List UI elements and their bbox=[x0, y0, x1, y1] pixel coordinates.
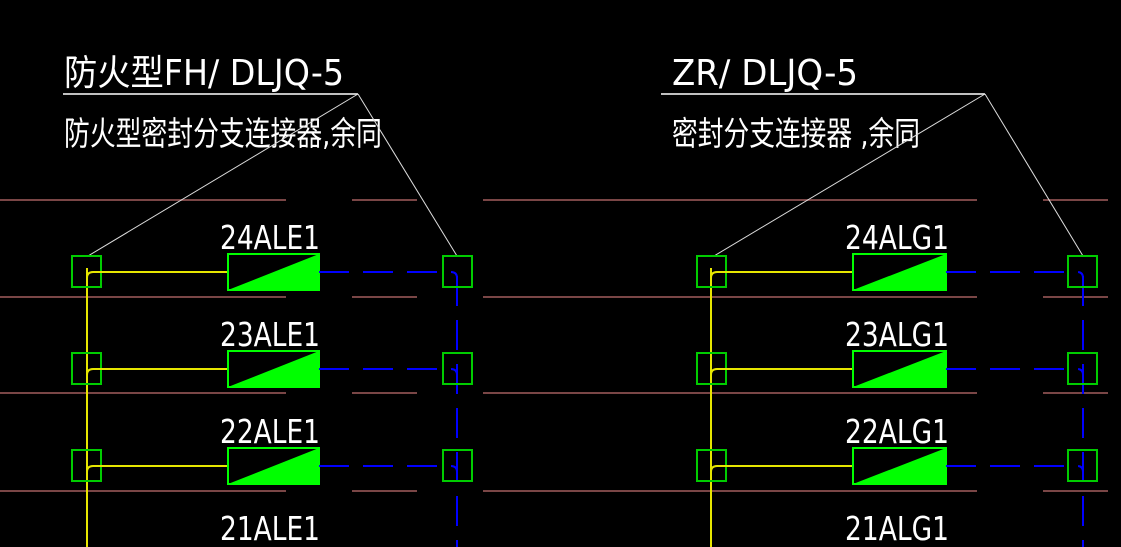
yellow-tap-wire bbox=[710, 271, 853, 279]
circuit-label: 24ALE1 bbox=[220, 218, 320, 257]
blue-tap-wire bbox=[319, 368, 458, 376]
yellow-tap-wire bbox=[86, 271, 228, 279]
connector-group-right: ZR/ DLJQ-5 密封分支连接器 ,余同 24ALG1 23ALG1 22ALG… bbox=[661, 53, 1098, 547]
yellow-tap-wire bbox=[710, 368, 853, 376]
circuit-label: 21ALG1 bbox=[845, 509, 949, 547]
leader-line bbox=[357, 93, 458, 257]
group-subtitle: 密封分支连接器 ,余同 bbox=[672, 114, 920, 153]
junction-box-right bbox=[1067, 352, 1098, 385]
circuit-label: 21ALE1 bbox=[220, 509, 320, 547]
connector-row bbox=[696, 447, 1098, 485]
distribution-box-fill bbox=[853, 351, 946, 387]
distribution-box-fill bbox=[853, 448, 946, 484]
blue-tap-wire bbox=[946, 368, 1084, 376]
circuit-label: 22ALE1 bbox=[220, 412, 320, 451]
distribution-box-fill bbox=[228, 351, 319, 387]
connector-group-left: 防火型FH/ DLJQ-5 防火型密封分支连接器,余同 24ALE1 23ALE1… bbox=[63, 53, 473, 547]
leader-line bbox=[87, 93, 359, 257]
distribution-box-fill bbox=[228, 254, 319, 290]
distribution-box-fill bbox=[853, 254, 946, 290]
circuit-label: 24ALG1 bbox=[845, 218, 949, 257]
circuit-label: 23ALG1 bbox=[845, 315, 949, 354]
leader-line bbox=[984, 93, 1084, 257]
group-title: ZR/ DLJQ-5 bbox=[672, 53, 858, 94]
connector-row bbox=[696, 253, 1098, 291]
leader-line bbox=[713, 93, 986, 257]
blue-tap-wire bbox=[319, 271, 458, 279]
connector-row bbox=[71, 447, 473, 485]
connector-row bbox=[696, 350, 1098, 388]
junction-box-right bbox=[1067, 255, 1098, 288]
junction-box-right bbox=[442, 449, 473, 482]
distribution-box-fill bbox=[228, 448, 319, 484]
circuit-label: 22ALG1 bbox=[845, 412, 949, 451]
junction-box-right bbox=[442, 255, 473, 288]
yellow-tap-wire bbox=[86, 368, 228, 376]
floor-grid-lines bbox=[0, 199, 1108, 492]
circuit-label: 23ALE1 bbox=[220, 315, 320, 354]
group-subtitle: 防火型密封分支连接器,余同 bbox=[64, 114, 382, 153]
group-title: 防火型FH/ DLJQ-5 bbox=[64, 53, 344, 94]
connector-row bbox=[71, 350, 473, 388]
yellow-tap-wire bbox=[710, 465, 853, 473]
blue-tap-wire bbox=[946, 271, 1084, 279]
blue-tap-wire bbox=[946, 465, 1084, 473]
junction-box-right bbox=[442, 352, 473, 385]
blue-tap-wire bbox=[319, 465, 458, 473]
connector-row bbox=[71, 253, 473, 291]
yellow-tap-wire bbox=[86, 465, 228, 473]
junction-box-right bbox=[1067, 449, 1098, 482]
